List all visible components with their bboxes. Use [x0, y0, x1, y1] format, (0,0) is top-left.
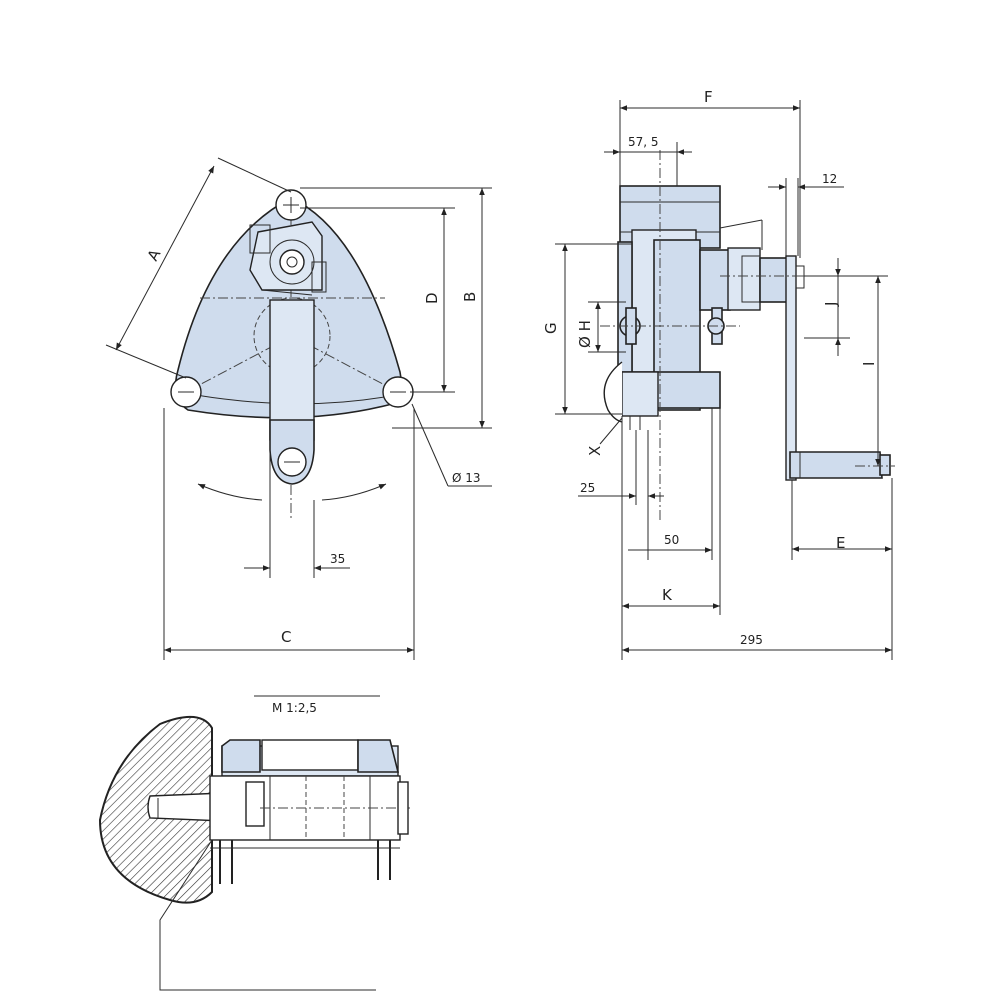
crank-arm	[269, 299, 315, 441]
dim-label-50: 50	[664, 533, 679, 547]
crank-grip	[789, 451, 883, 479]
front-view: A D B Ø 13 35 C	[105, 157, 492, 660]
dim-label-C: C	[281, 628, 291, 646]
dim-label-K: K	[662, 586, 673, 604]
dim-label-35: 35	[330, 552, 345, 566]
scale-label: M 1:2,5	[272, 701, 317, 715]
side-view: F 57, 5 12 G Ø H X 25	[542, 88, 895, 660]
dim-label-12: 12	[822, 172, 837, 186]
gear-drum	[699, 249, 731, 311]
dim-label-I: I	[860, 362, 878, 366]
dim-label-dia13: Ø 13	[452, 471, 481, 485]
dim-label-295: 295	[740, 633, 763, 647]
detail-view: M 1:2,5	[98, 695, 410, 991]
dim-label-G: G	[542, 322, 560, 334]
dim-label-E: E	[836, 534, 845, 552]
crank-handle-arm	[785, 255, 797, 481]
dim-label-H: Ø H	[576, 320, 594, 348]
dim-label-A: A	[144, 246, 165, 264]
dim-label-F: F	[704, 88, 713, 106]
dim-label-J: J	[822, 302, 840, 307]
dim-label-X: X	[586, 446, 604, 456]
dim-label-D: D	[423, 292, 441, 304]
dim-label-B: B	[461, 292, 479, 302]
dim-label-25: 25	[580, 481, 595, 495]
dim-label-57-5: 57, 5	[628, 135, 659, 149]
